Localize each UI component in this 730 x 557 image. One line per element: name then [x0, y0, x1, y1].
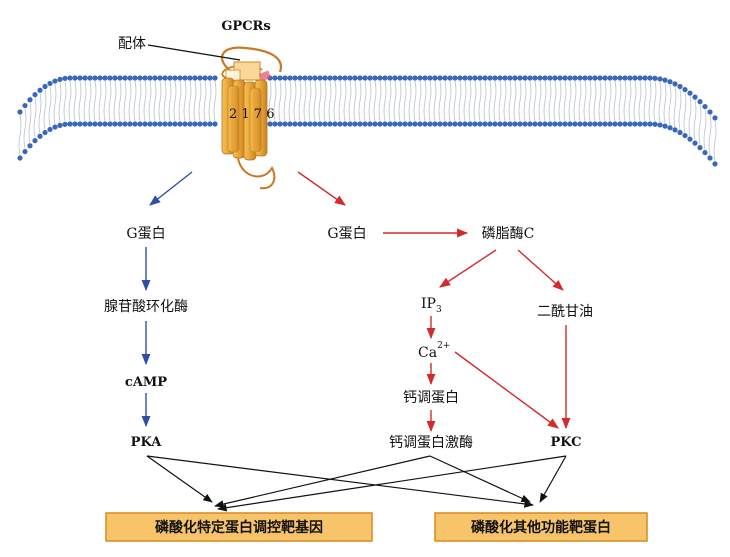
left-g-protein: G蛋白: [126, 226, 165, 242]
pka-label: PKA: [131, 435, 163, 450]
ip3-label: IP3: [421, 296, 442, 315]
camp-label: cAMP: [125, 375, 167, 390]
cell-membrane: [17, 75, 718, 167]
arrow-plc-to-ip3: [439, 249, 497, 288]
gpcr-receptor: 2 1 7 6: [220, 46, 283, 190]
phospholipase-c: 磷脂酶C: [482, 226, 535, 242]
ligand-pointer: [147, 44, 241, 61]
left-target-text: 磷酸化特定蛋白调控靶基因: [155, 519, 323, 536]
arrow-pkc-to-right-target: [539, 455, 567, 503]
arrow-receptor-to-right-gprotein: [297, 171, 346, 206]
cam-kinase: 钙调蛋白激酶: [389, 434, 473, 451]
helix-numbers: 2 1 7 6: [229, 107, 274, 122]
arrow-pka-to-left-target: [146, 455, 213, 503]
arrow-calcium-to-pkc: [454, 351, 559, 429]
calcium-label: Ca2+: [418, 341, 450, 361]
diacylglycerol: 二酰甘油: [537, 304, 593, 320]
arrow-pkc-to-left-target: [217, 455, 567, 512]
left-target-box: 磷酸化特定蛋白调控靶基因: [105, 512, 373, 542]
right-target-box: 磷酸化其他功能靶蛋白: [434, 512, 648, 542]
arrow-cam-kinase-to-right-target: [429, 455, 531, 503]
arrow-cam-kinase-to-left-target: [214, 455, 431, 508]
receptor-title: GPCRs: [221, 19, 270, 34]
arrow-plc-to-dag: [517, 249, 564, 291]
calmodulin: 钙调蛋白: [403, 390, 459, 406]
ligand-label: 配体: [118, 36, 146, 52]
right-target-text: 磷酸化其他功能靶蛋白: [471, 519, 611, 536]
right-g-protein: G蛋白: [327, 226, 366, 242]
pkc-label: PKC: [550, 435, 581, 450]
arrow-receptor-to-left-gprotein: [149, 171, 193, 206]
arrow-pka-to-right-target: [146, 455, 534, 508]
adenylyl-cyclase: 腺苷酸环化酶: [104, 299, 188, 315]
